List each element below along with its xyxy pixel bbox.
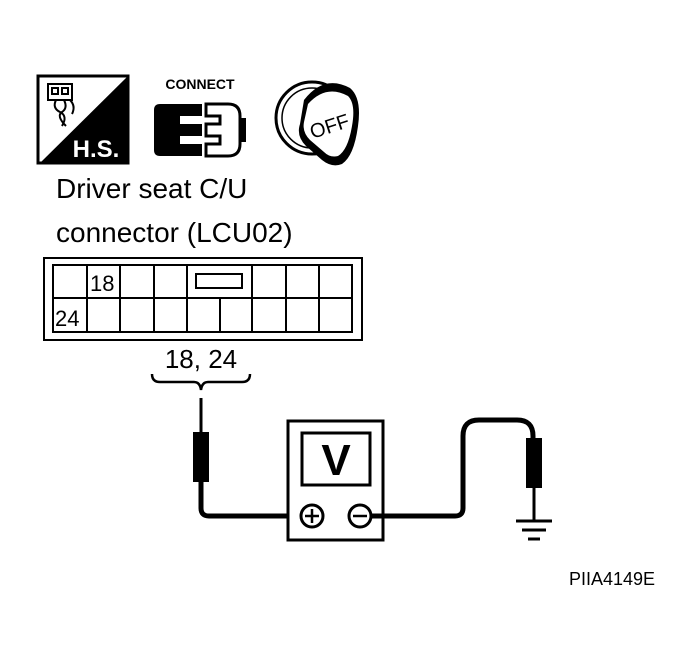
plus-terminal-icon <box>299 503 325 529</box>
voltmeter-display <box>300 431 372 487</box>
voltmeter-unit: V <box>321 436 351 485</box>
connector-face: 18 24 <box>43 257 363 341</box>
ground-icon <box>516 519 552 541</box>
connect-label: CONNECT <box>165 76 235 92</box>
negative-probe <box>371 417 542 520</box>
positive-probe <box>193 398 293 519</box>
measured-pins-label: 18, 24 <box>165 344 237 374</box>
minus-terminal-icon <box>347 503 373 529</box>
connect-icon: CONNECT <box>154 76 246 158</box>
ignition-off-icon: OFF <box>274 80 359 166</box>
connector-lock-tab <box>195 273 243 289</box>
pins-brace <box>150 373 252 391</box>
hs-badge-label: H.S. <box>73 136 120 163</box>
harness-sketch-icon <box>47 83 75 127</box>
pin-label-top: 18 <box>90 271 114 296</box>
connector-title-line1: Driver seat C/U <box>56 173 247 204</box>
figure-id: PIIA4149E <box>569 569 655 589</box>
voltmeter: V <box>286 419 385 542</box>
harness-side-icon: H.S. <box>36 74 130 165</box>
connector-title-line2: connector (LCU02) <box>56 217 293 248</box>
pin-label-bottom: 24 <box>55 306 79 331</box>
